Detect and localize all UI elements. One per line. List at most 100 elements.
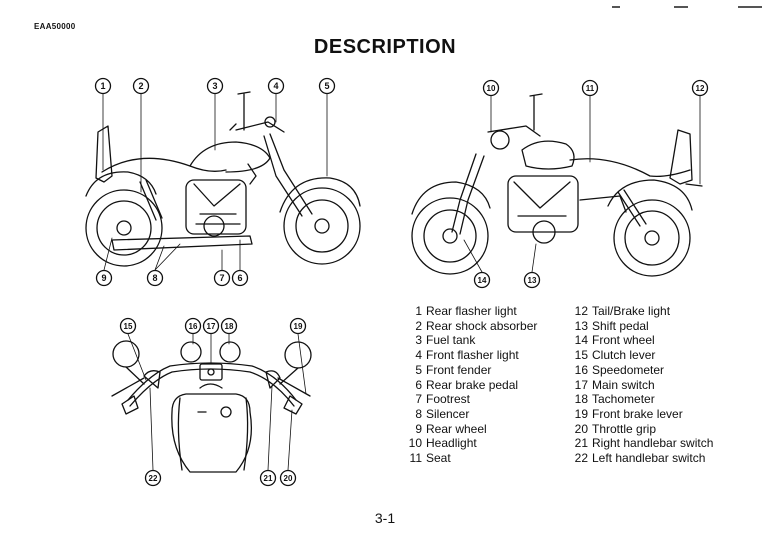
callout-18: 18 (220, 317, 238, 335)
svg-text:15: 15 (124, 322, 133, 331)
document-code: EAA50000 (34, 22, 76, 31)
legend-number: 11 (409, 451, 422, 466)
left-grip (121, 395, 139, 415)
callout-19: 19 (289, 317, 307, 335)
callout-14: 14 (473, 271, 491, 289)
tachometer-gauge (219, 341, 241, 363)
svg-text:20: 20 (284, 474, 293, 483)
legend-number: 21 (574, 436, 588, 451)
legend-label: Rear wheel (426, 421, 487, 436)
callout-21: 21 (259, 469, 277, 487)
callout-22: 22 (144, 469, 162, 487)
legend-label: Fuel tank (426, 333, 476, 348)
legend-label: Tachometer (592, 392, 655, 407)
legend-number: 13 (574, 318, 588, 333)
legend-number: 6 (415, 377, 422, 392)
callout-16: 16 (184, 317, 202, 335)
fuel-tank (189, 141, 271, 173)
legend-label: Left handlebar switch (592, 451, 706, 466)
legend-label: Seat (426, 451, 451, 466)
legend-item: 15 Clutch lever (570, 348, 713, 363)
rear-wheel (85, 189, 163, 267)
svg-text:21: 21 (264, 474, 273, 483)
svg-text:7: 7 (219, 273, 224, 283)
svg-text:14: 14 (478, 276, 487, 285)
legend-number: 12 (574, 304, 588, 318)
callout-9: 9 (95, 269, 113, 287)
legend-number: 20 (574, 421, 588, 436)
backrest (669, 129, 693, 185)
handlebar (127, 362, 297, 401)
clutch-lever (111, 377, 145, 397)
scan-mark (674, 6, 688, 8)
legend-item: 21 Right handlebar switch (570, 436, 714, 451)
rear-wheel (613, 199, 691, 277)
legend-label: Main switch (592, 377, 655, 392)
brake-lever (277, 377, 311, 397)
svg-text:5: 5 (324, 81, 329, 91)
scan-mark (612, 6, 620, 8)
svg-text:10: 10 (487, 84, 496, 93)
rear-shock (139, 181, 157, 221)
main-switch (199, 363, 223, 381)
svg-text:9: 9 (101, 273, 106, 283)
front-wheel (411, 197, 489, 275)
right-switch-housing (265, 370, 281, 389)
svg-text:2: 2 (138, 81, 143, 91)
page-title: DESCRIPTION (313, 36, 457, 58)
callout-15: 15 (119, 317, 137, 335)
callout-7: 7 (213, 269, 231, 287)
legend-label: Throttle grip (592, 421, 657, 436)
backrest (95, 125, 113, 183)
legend-number: 18 (574, 392, 588, 407)
callout-13: 13 (523, 271, 541, 289)
legend-number: 5 (415, 362, 422, 377)
svg-text:12: 12 (696, 84, 705, 93)
legend-number: 10 (408, 436, 422, 451)
svg-text:1: 1 (100, 81, 105, 91)
legend-label: Rear flasher light (426, 304, 517, 318)
right-mirror (284, 341, 312, 369)
callout-17: 17 (202, 317, 220, 335)
legend-label: Footrest (426, 392, 471, 407)
legend-number: 8 (415, 406, 422, 421)
callout-2: 2 (132, 77, 150, 95)
fuel-tank (521, 140, 575, 170)
legend-item: 20 Throttle grip (570, 422, 713, 437)
legend-number: 16 (574, 362, 588, 377)
throttle-grip (283, 395, 303, 415)
legend-item: 8 Silencer (404, 407, 537, 422)
callout-12: 12 (691, 79, 709, 97)
legend-label: Front fender (426, 362, 492, 377)
legend-item: 11 Seat (404, 451, 537, 466)
legend-item: 18 Tachometer (570, 392, 713, 407)
callout-5: 5 (318, 77, 336, 95)
legend-label: Clutch lever (592, 348, 656, 363)
speedometer-gauge (180, 341, 202, 363)
legend-label: Rear shock absorber (426, 318, 538, 333)
legend-number: 15 (574, 348, 588, 363)
legend-label: Shift pedal (592, 318, 649, 333)
svg-text:17: 17 (207, 322, 216, 331)
left-switch-housing (143, 370, 161, 389)
right-side-view (411, 93, 703, 277)
legend-label: Silencer (426, 406, 470, 421)
legend-item: 5 Front fender (404, 363, 537, 378)
legend-number: 7 (415, 392, 422, 407)
legend-item: 3 Fuel tank (404, 333, 537, 348)
svg-text:8: 8 (152, 273, 157, 283)
legend-label: Front brake lever (592, 406, 683, 421)
legend-number: 3 (415, 333, 422, 348)
svg-text:6: 6 (237, 273, 242, 283)
legend-label: Right handlebar switch (592, 436, 714, 451)
callout-1: 1 (94, 77, 112, 95)
